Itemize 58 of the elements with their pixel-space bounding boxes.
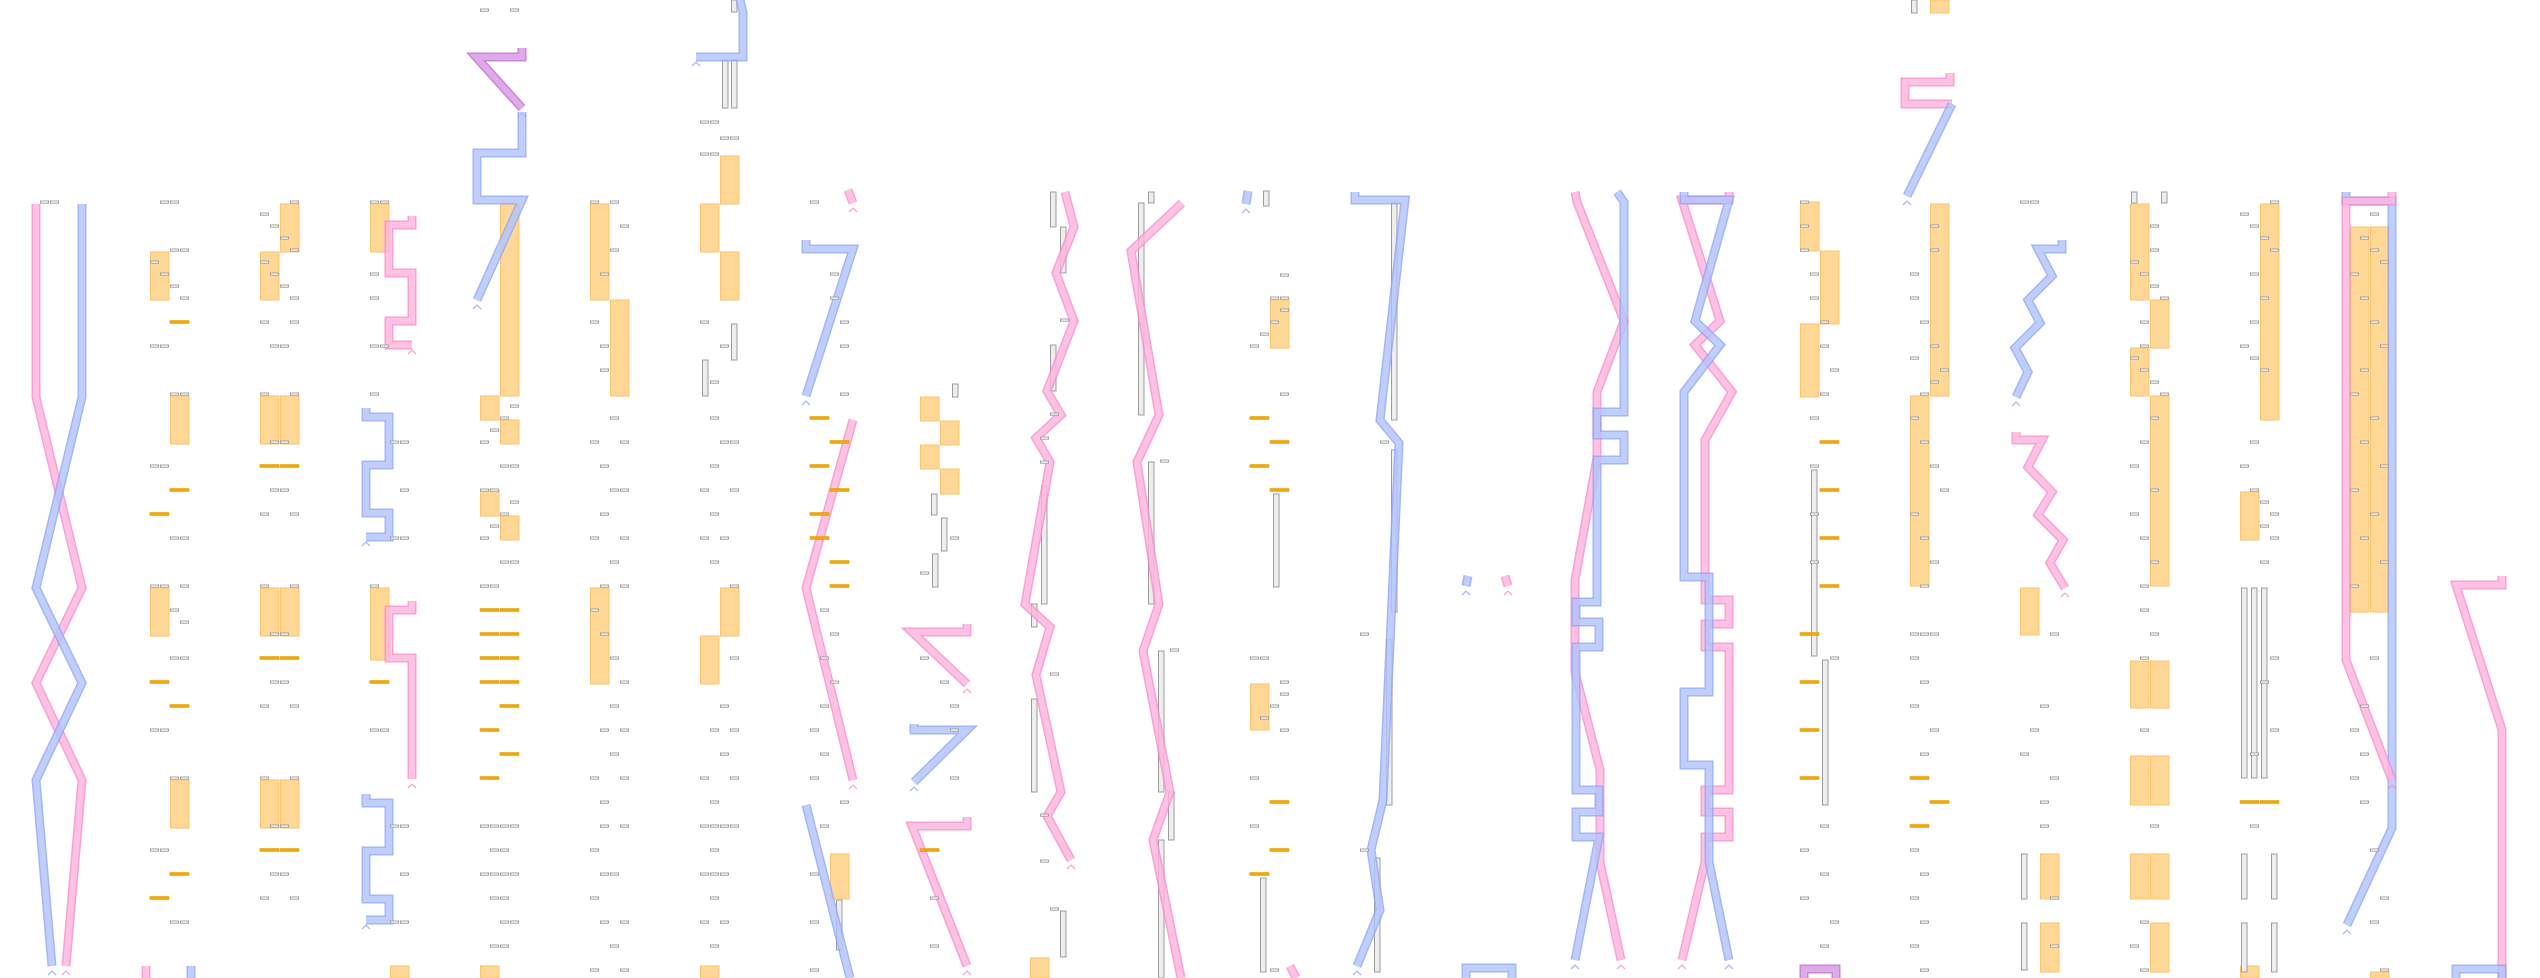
bar bbox=[2020, 587, 2040, 636]
bar bbox=[150, 587, 170, 637]
bar bbox=[830, 853, 850, 900]
bar bbox=[1820, 250, 1840, 325]
bar bbox=[1800, 323, 1820, 398]
bar bbox=[720, 155, 740, 205]
bar bbox=[150, 251, 170, 301]
bar bbox=[280, 395, 300, 445]
bar bbox=[280, 779, 300, 829]
bar bbox=[920, 444, 940, 470]
bar bbox=[1930, 203, 1950, 397]
bar bbox=[2150, 853, 2170, 900]
bar bbox=[480, 489, 500, 517]
bar bbox=[720, 251, 740, 301]
bar bbox=[2150, 395, 2170, 587]
bar bbox=[2260, 203, 2280, 421]
bar bbox=[280, 587, 300, 637]
bar bbox=[1250, 683, 1270, 731]
bar bbox=[2040, 853, 2060, 900]
bar bbox=[2040, 922, 2060, 973]
bar bbox=[1930, 0, 1950, 14]
bar bbox=[170, 779, 190, 829]
bar bbox=[500, 419, 520, 445]
bar bbox=[260, 587, 280, 637]
bar bbox=[700, 965, 720, 978]
bar bbox=[2130, 660, 2150, 709]
bar bbox=[280, 203, 300, 253]
bar bbox=[2130, 853, 2150, 900]
bar bbox=[1030, 957, 1050, 978]
bar bbox=[2150, 660, 2170, 709]
bar bbox=[260, 779, 280, 829]
bar bbox=[1270, 299, 1290, 349]
bar bbox=[2150, 299, 2170, 349]
bar bbox=[480, 395, 500, 421]
bar bbox=[590, 203, 610, 301]
bar bbox=[170, 395, 190, 445]
bar bbox=[700, 203, 720, 253]
bar bbox=[2150, 755, 2170, 806]
bar bbox=[1800, 201, 1820, 252]
bar bbox=[920, 396, 940, 422]
bar bbox=[2240, 491, 2260, 541]
bar bbox=[700, 635, 720, 685]
bar bbox=[260, 395, 280, 445]
bar bbox=[1910, 395, 1930, 587]
bar bbox=[610, 299, 630, 397]
bar bbox=[500, 515, 520, 541]
bar bbox=[2370, 971, 2390, 978]
bar bbox=[390, 965, 410, 978]
bar bbox=[940, 420, 960, 446]
bar bbox=[260, 251, 280, 301]
bar bbox=[590, 587, 610, 685]
bar bbox=[2130, 347, 2150, 397]
bar bbox=[720, 587, 740, 637]
bar bbox=[480, 965, 500, 978]
bar bbox=[2130, 755, 2150, 806]
bar bbox=[2130, 203, 2150, 301]
bar bbox=[2150, 922, 2170, 973]
bar bbox=[940, 468, 960, 495]
